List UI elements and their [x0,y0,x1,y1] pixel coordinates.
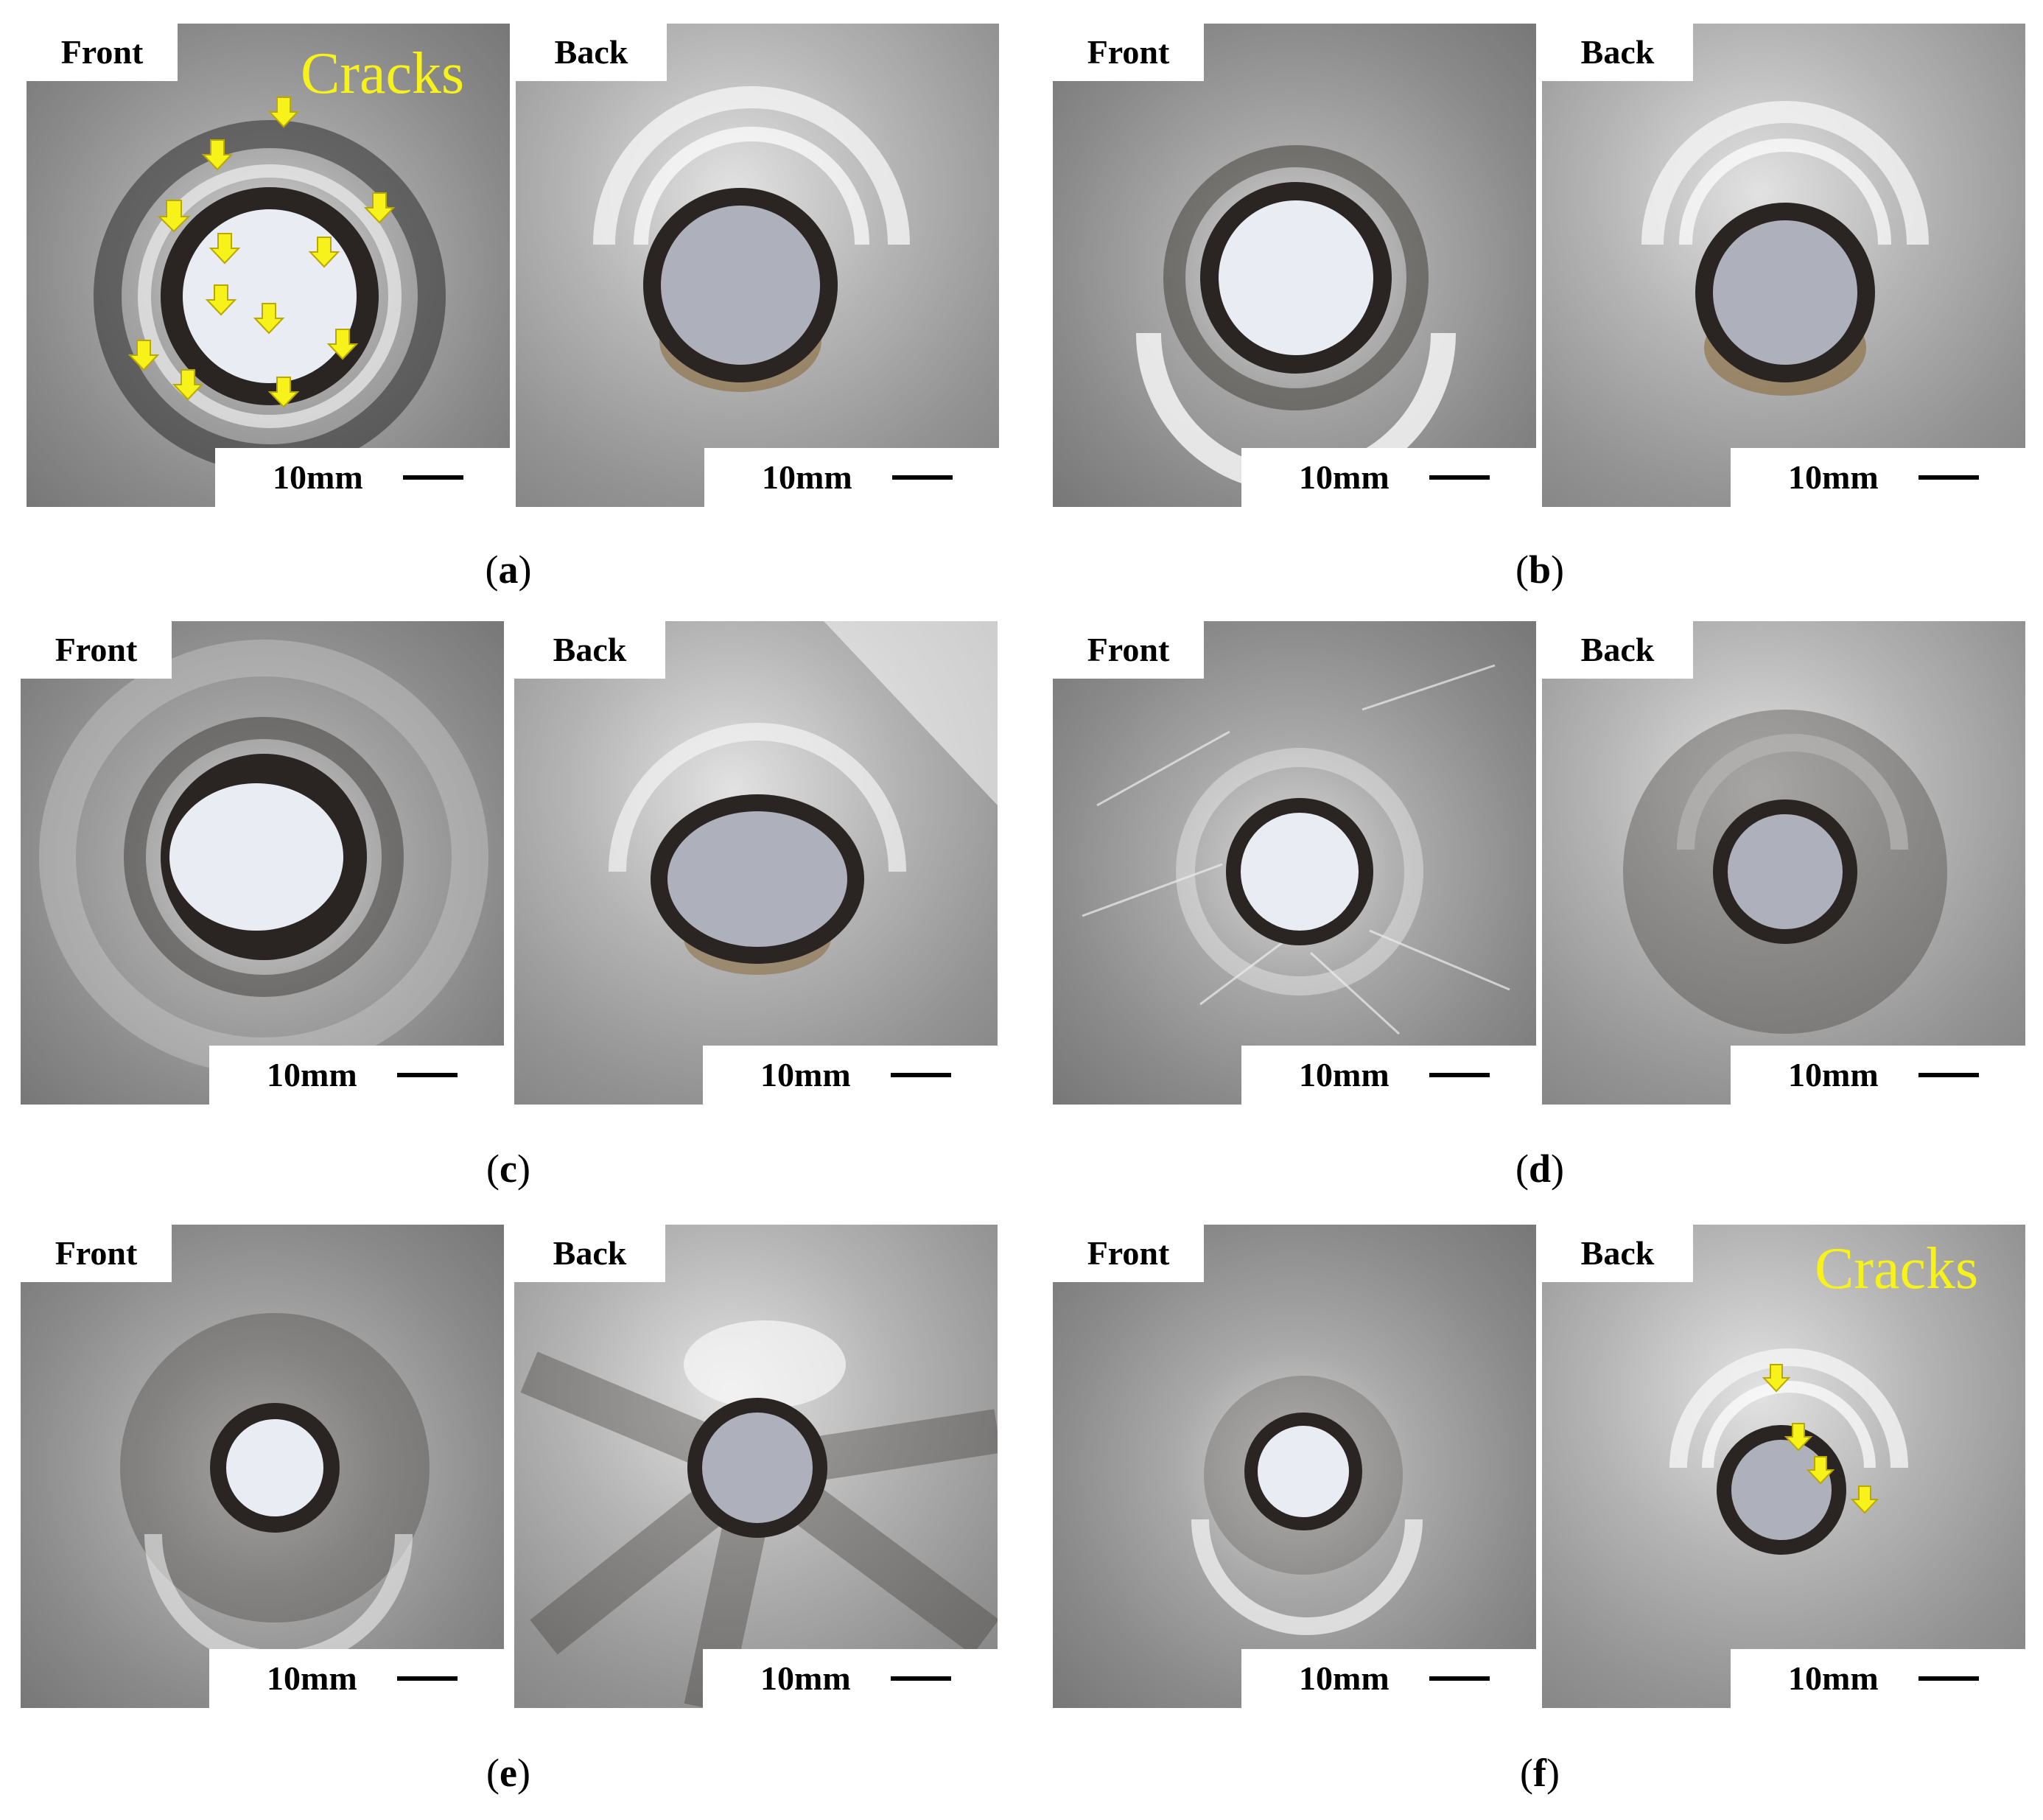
back-label: Back [1542,621,1693,679]
scale-label: 10mm [1788,1659,1879,1697]
panel-d-front: Front 10mm [1053,621,1536,1105]
scale-bar: 10mm [1241,1649,1536,1708]
scale-line [403,475,463,480]
scale-label: 10mm [762,458,852,496]
scale-line [892,475,953,480]
scale-label: 10mm [1788,458,1879,496]
impact-hole-photo [1623,710,1947,1034]
front-label: Front [1053,1225,1204,1282]
impact-hole-photo [1191,1376,1423,1635]
scale-line [891,1676,951,1681]
caption-c: (c) [486,1147,530,1191]
panel-b-back: Back 10mm [1542,24,2025,507]
impact-hole-photo [120,1313,430,1668]
impact-hole-photo [609,621,998,975]
scale-line [1918,1676,1979,1681]
scale-bar: 10mm [704,448,999,507]
scale-bar: 10mm [215,448,510,507]
panel-f-front: Front 10mm [1053,1225,1536,1708]
panel-d-back: Back 10mm [1542,621,2025,1105]
scale-bar: 10mm [1241,1046,1536,1105]
scale-bar: 10mm [1731,1649,2025,1708]
panel-a-front: Front Cracks 10mm [27,24,510,507]
back-label: Back [1542,24,1693,81]
scale-bar: 10mm [209,1046,504,1105]
panel-b-front: Front 10mm [1053,24,1536,507]
caption-e: (e) [486,1751,530,1795]
panel-f-back: Back Cracks 10mm [1542,1225,2025,1708]
scale-line [397,1676,458,1681]
scale-line [1918,1073,1979,1077]
scale-bar: 10mm [703,1649,998,1708]
caption-b: (b) [1515,547,1564,592]
caption-a: (a) [485,547,532,592]
scale-label: 10mm [267,1659,357,1697]
scale-line [1429,1073,1490,1077]
back-label: Back [514,621,665,679]
back-label: Back [1542,1225,1693,1282]
scale-label: 10mm [1299,458,1390,496]
front-label: Front [1053,621,1204,679]
panel-e-back: Back 10mm [514,1225,998,1708]
scale-line [1429,1676,1490,1681]
caption-f: (f) [1520,1751,1560,1795]
scale-bar: 10mm [1731,448,2025,507]
panel-e-front: Front 10mm [21,1225,504,1708]
panel-a-back: Back 10mm [516,24,999,507]
scale-label: 10mm [1299,1659,1390,1697]
front-label: Front [27,24,178,81]
scale-label: 10mm [760,1659,851,1697]
scale-line [1429,475,1490,480]
scale-label: 10mm [267,1056,357,1093]
panel-c-front: Front 10mm [21,621,504,1105]
caption-d: (d) [1515,1147,1564,1191]
front-label: Front [21,621,172,679]
scale-line [397,1073,458,1077]
impact-hole-photo [1641,101,1929,396]
scale-line [891,1073,951,1077]
front-label: Front [21,1225,172,1282]
back-label: Back [516,24,667,81]
back-label: Back [514,1225,665,1282]
impact-hole-photo [593,86,910,392]
scale-bar: 10mm [209,1649,504,1708]
scale-label: 10mm [1788,1056,1879,1093]
scale-label: 10mm [1299,1056,1390,1093]
scale-label: 10mm [760,1056,851,1093]
cracks-annotation: Cracks [1815,1236,1979,1301]
impact-hole-photo [520,1320,998,1708]
scale-bar: 10mm [1241,448,1536,507]
scale-bar: 10mm [1731,1046,2025,1105]
scale-label: 10mm [273,458,363,496]
impact-hole-photo [1082,664,1510,1035]
cracks-annotation: Cracks [301,41,465,106]
front-label: Front [1053,24,1204,81]
scale-bar: 10mm [703,1046,998,1105]
scale-line [1918,475,1979,480]
impact-hole-photo [1136,145,1456,493]
impact-hole-photo [39,640,488,1074]
impact-hole-photo [1669,1348,1908,1555]
panel-c-back: Back 10mm [514,621,998,1105]
